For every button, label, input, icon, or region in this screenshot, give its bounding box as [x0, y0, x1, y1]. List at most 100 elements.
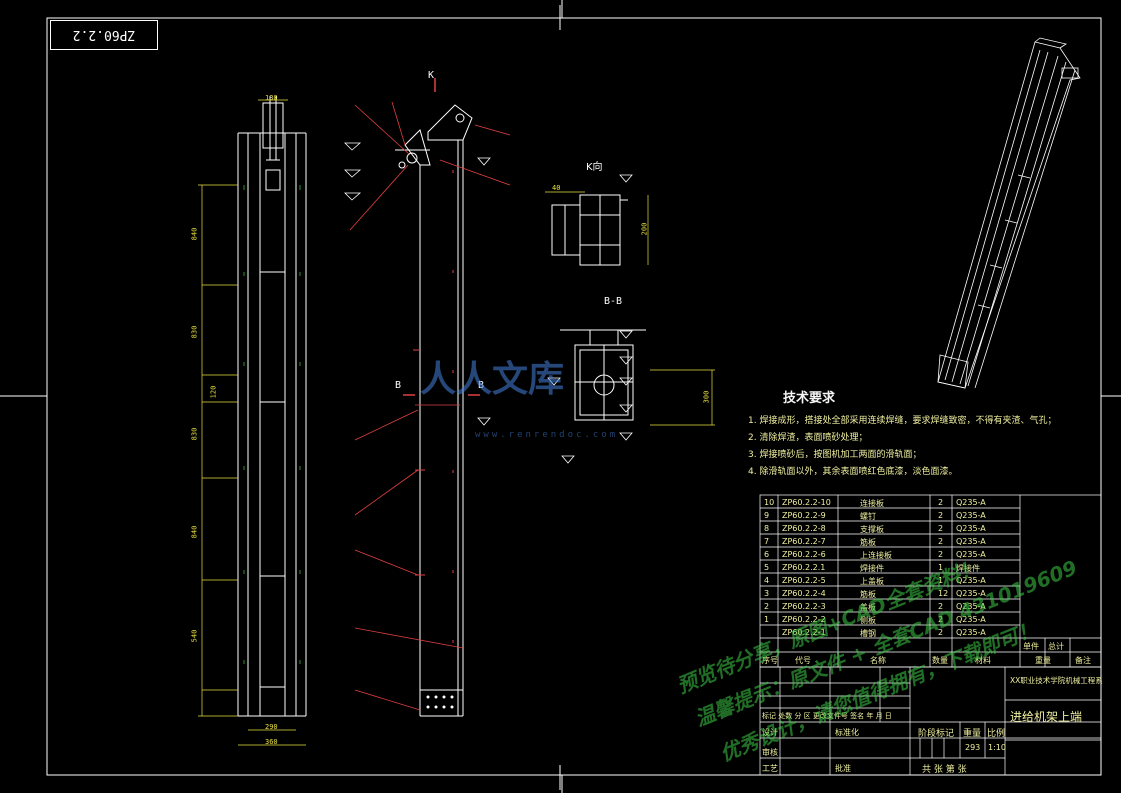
part-material: Q235-A — [956, 602, 986, 611]
part-code: ZP60.2.2.1 — [782, 563, 826, 572]
section-bb-dims — [650, 369, 715, 426]
parts-table-grid — [759, 494, 1102, 668]
part-no: 8 — [764, 524, 770, 533]
part-qty: 2 — [938, 498, 944, 507]
dim-seg-4: 830 — [190, 427, 199, 441]
part-material: Q235-A — [956, 498, 986, 507]
part-no: 10 — [764, 498, 775, 507]
part-code: ZP60.2.2-7 — [782, 537, 826, 546]
part-qty: 2 — [938, 550, 944, 559]
header-total: 总计 — [1048, 642, 1064, 651]
front-view-green — [243, 185, 301, 664]
sheet-info: 共 张 第 张 — [922, 765, 967, 775]
tech-item-2: 2. 清除焊渣，表面喷砂处理； — [748, 433, 868, 443]
scale-label: 比例 — [987, 729, 1006, 739]
part-name: 盖板 — [860, 603, 876, 612]
header-weight: 重量 — [1035, 656, 1051, 665]
part-name: 连接板 — [860, 499, 884, 508]
part-material: Q235-A — [956, 589, 986, 598]
part-name: 上盖板 — [860, 577, 884, 586]
side-view-bolts — [426, 695, 454, 709]
part-qty: 2 — [938, 524, 944, 533]
part-material: Q235-A — [956, 550, 986, 559]
part-qty: 1 — [938, 576, 944, 585]
part-code: ZP60.2.2-9 — [782, 511, 826, 520]
dim-k-width: 40 — [552, 184, 561, 192]
leader-lines — [349, 101, 511, 711]
tech-item-4: 4. 除滑轨面以外，其余表面喷红色底漆，淡色面漆。 — [748, 467, 958, 477]
part-code: ZP60.2.2-6 — [782, 550, 826, 559]
dim-bottom-outer: 360 — [265, 738, 278, 746]
part-name: 焊接件 — [860, 564, 884, 573]
part-name: 筋板 — [860, 590, 876, 599]
tech-item-3: 3. 焊接喷砂后，按图机加工两面的滑轨面； — [748, 450, 922, 460]
dim-seg-5: 840 — [190, 525, 199, 539]
section-bb — [560, 329, 646, 421]
approve-label: 批准 — [835, 764, 851, 773]
side-view-details — [413, 170, 454, 643]
part-no: 9 — [764, 511, 770, 520]
part-name: 上连接板 — [860, 551, 892, 560]
part-code: ZP60.2.2-2 — [782, 615, 826, 624]
drawing-title: 进给机架上端 — [1010, 710, 1083, 724]
part-no: 7 — [764, 537, 770, 546]
dim-section-height: 300 — [702, 390, 711, 404]
section-mark-right: B — [478, 380, 485, 391]
section-mark-left: B — [395, 380, 402, 391]
check-label: 审核 — [762, 748, 778, 757]
tech-requirements-title: 技术要求 — [783, 391, 836, 406]
part-name: 螺钉 — [860, 512, 876, 521]
weight-value: 293 — [965, 743, 981, 752]
process-label: 工艺 — [762, 764, 778, 773]
part-no: 3 — [764, 589, 770, 598]
side-view — [395, 104, 473, 717]
dim-seg-2: 830 — [190, 325, 199, 339]
part-no: 5 — [764, 563, 770, 572]
dim-seg-6: 540 — [190, 629, 199, 643]
header-qty: 数量 — [932, 656, 948, 665]
part-qty: 2 — [938, 511, 944, 520]
part-name: 侧板 — [860, 616, 876, 625]
design-label: 设计 — [762, 728, 778, 737]
section-marks — [403, 78, 480, 396]
watermark-logo: 人人文库 — [420, 359, 565, 400]
scale-value: 1:10 — [988, 743, 1006, 752]
part-code: ZP60.2.2-10 — [782, 498, 831, 507]
part-material: Q235-A — [956, 524, 986, 533]
part-no: 1 — [764, 615, 770, 624]
part-name: 槽钢 — [860, 629, 876, 638]
header-code: 代号 — [795, 656, 811, 665]
standardize-label: 标准化 — [835, 728, 859, 737]
part-no: 4 — [764, 576, 770, 585]
part-code: ZP60.2.2-4 — [782, 589, 826, 598]
part-no: 6 — [764, 550, 770, 559]
part-code: ZP60.2.2-3 — [782, 602, 826, 611]
part-name: 支撑板 — [860, 525, 884, 534]
company-name: XX职业技术学院机械工程系 — [1010, 676, 1103, 685]
tech-item-1: 1. 焊接成形，搭接处全部采用连续焊缝，要求焊缝致密，不得有夹渣、气孔； — [748, 416, 1057, 426]
dim-bottom-inner: 290 — [265, 723, 278, 731]
weight-label: 重量 — [963, 729, 982, 739]
part-qty: 2 — [938, 537, 944, 546]
part-code: ZP60.2.2-1 — [782, 628, 826, 637]
dim-top-width: 130 — [265, 94, 278, 102]
header-unit: 单件 — [1023, 642, 1039, 651]
part-material: 焊接件 — [956, 564, 980, 573]
part-material: Q235-A — [956, 537, 986, 546]
header-name: 名称 — [870, 656, 886, 665]
header-remark: 备注 — [1075, 656, 1091, 665]
k-view — [551, 194, 628, 266]
header-material: 材料 — [975, 656, 991, 665]
part-material: Q235-A — [956, 615, 986, 624]
watermark-url: www.renrendoc.com — [475, 430, 619, 440]
change-row: 标记 处数 分 区 更改文件号 签名 年 月 日 — [762, 712, 892, 720]
part-qty: 2 — [938, 628, 944, 637]
front-view-dimensions — [198, 99, 306, 746]
front-view — [237, 96, 307, 717]
part-code: ZP60.2.2-5 — [782, 576, 826, 585]
part-qty: 12 — [938, 589, 949, 598]
k-view-label: K向 — [586, 162, 603, 173]
part-code: ZP60.2.2-8 — [782, 524, 826, 533]
